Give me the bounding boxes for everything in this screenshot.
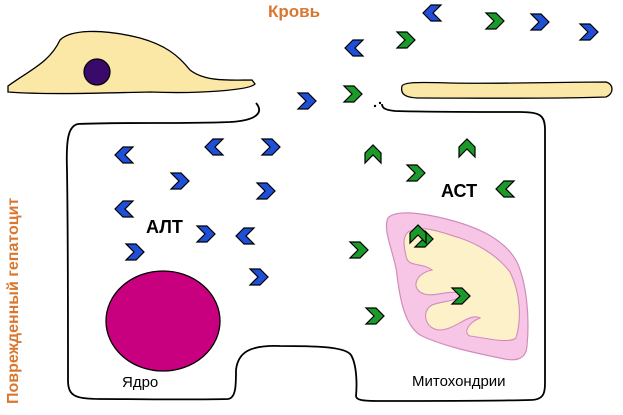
blood-label: Кровь bbox=[268, 2, 321, 21]
alt-marker bbox=[530, 13, 550, 31]
alt-marker bbox=[125, 243, 145, 261]
ast-marker bbox=[349, 241, 369, 259]
hepatocyte-membrane bbox=[65, 102, 546, 402]
alt-label: АЛТ bbox=[146, 217, 183, 237]
alt-marker bbox=[579, 23, 599, 41]
nucleus-label: Ядро bbox=[122, 374, 159, 391]
ast-marker bbox=[495, 180, 515, 198]
endothelial-cell-right bbox=[400, 81, 613, 99]
ast-label: АСТ bbox=[441, 181, 478, 201]
alt-marker bbox=[114, 200, 134, 218]
alt-marker bbox=[114, 146, 134, 164]
ast-marker bbox=[406, 164, 426, 182]
ast-marker bbox=[365, 307, 385, 325]
endothelial-cell-left bbox=[7, 30, 256, 95]
alt-marker bbox=[422, 4, 442, 22]
alt-marker bbox=[235, 227, 255, 245]
mitochondria-label: Митохондрии bbox=[412, 373, 506, 390]
ast-marker bbox=[343, 85, 363, 103]
alt-marker bbox=[170, 172, 190, 190]
damaged-hepatocyte-label: Поврежденный гепатоцит bbox=[5, 197, 22, 404]
ast-marker bbox=[396, 31, 416, 49]
ast-marker bbox=[458, 138, 476, 158]
alt-marker bbox=[204, 138, 224, 156]
alt-marker bbox=[249, 268, 269, 286]
endothelial-nucleus bbox=[83, 58, 111, 86]
ast-marker bbox=[364, 144, 382, 164]
nucleus-shape bbox=[105, 270, 221, 372]
ast-marker bbox=[485, 12, 505, 30]
alt-marker bbox=[196, 225, 216, 243]
alt-marker bbox=[256, 182, 276, 200]
alt-marker bbox=[297, 92, 317, 110]
alt-marker bbox=[344, 39, 364, 57]
mitochondrion-cristae bbox=[403, 228, 520, 342]
alt-marker bbox=[261, 138, 281, 156]
